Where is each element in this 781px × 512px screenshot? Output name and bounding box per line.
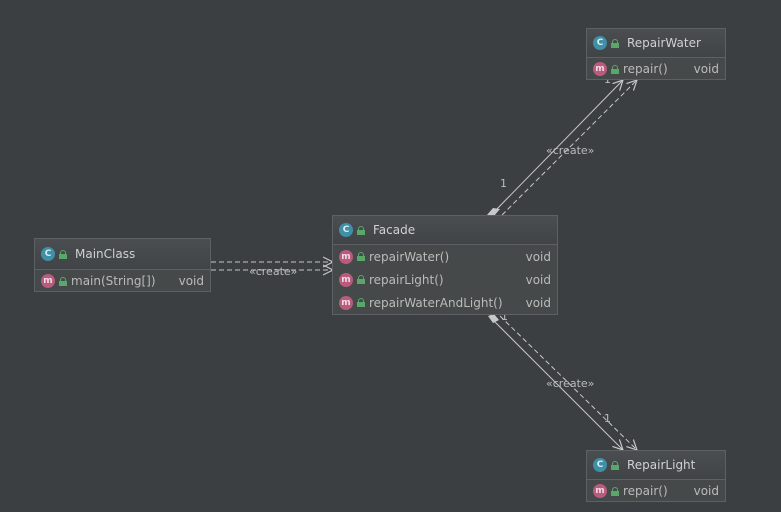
class-node-repairlight[interactable]: C RepairLight m repair() void (586, 450, 726, 502)
class-icon: C (593, 458, 607, 472)
facade-water-source-multiplicity: 1 (500, 177, 507, 190)
method-name: repair() (623, 62, 668, 76)
method-return-type: void (525, 295, 551, 310)
class-name: MainClass (75, 247, 136, 261)
method-row[interactable]: m repair() void (587, 480, 725, 502)
class-name: RepairLight (627, 458, 696, 472)
method-row[interactable]: m repair() void (587, 58, 725, 80)
facade-light-source-multiplicity: 1 (501, 310, 508, 323)
method-return-type: void (693, 62, 719, 76)
public-lock-icon (611, 38, 619, 48)
class-name: RepairWater (627, 36, 701, 50)
method-name: main(String[]) (71, 274, 156, 288)
facade-water-composition-line (492, 80, 623, 214)
facade-light-composition-line (493, 320, 623, 450)
class-icon: C (339, 223, 353, 237)
public-lock-icon (357, 252, 365, 261)
method-row[interactable]: m repairLight() void (333, 268, 557, 291)
method-row[interactable]: m repairWaterAndLight() void (333, 291, 557, 314)
class-name: Facade (373, 223, 416, 237)
facade-light-composition-diamond (488, 314, 499, 323)
method-row[interactable]: m main(String[]) void (35, 270, 210, 292)
class-header: C RepairLight (587, 451, 725, 480)
public-lock-icon (59, 276, 67, 286)
method-name: repair() (623, 484, 668, 498)
class-node-facade[interactable]: C Facade m repairWater() void m repairLi… (332, 215, 558, 315)
method-return-type: void (525, 249, 551, 264)
method-row[interactable]: m repairWater() void (333, 245, 557, 268)
method-name: repairLight() (369, 272, 444, 287)
method-icon: m (593, 62, 607, 76)
public-lock-icon (611, 486, 619, 496)
public-lock-icon (357, 275, 365, 284)
method-return-type: void (525, 272, 551, 287)
class-node-mainclass[interactable]: C MainClass m main(String[]) void (34, 238, 211, 292)
facade-light-target-multiplicity: 1 (604, 412, 611, 425)
public-lock-icon (611, 460, 619, 470)
class-header: C MainClass (35, 239, 210, 270)
method-name: repairWaterAndLight() (369, 295, 503, 310)
public-lock-icon (357, 298, 365, 307)
method-icon: m (593, 484, 607, 498)
method-icon: m (41, 274, 55, 288)
method-return-type: void (693, 484, 719, 498)
facade-water-create-label: «create» (546, 144, 595, 157)
main-to-facade-create-label: «create» (249, 265, 298, 278)
method-icon: m (339, 295, 353, 310)
public-lock-icon (59, 249, 67, 259)
class-header: C RepairWater (587, 29, 725, 58)
method-name: repairWater() (369, 249, 450, 264)
facade-water-composition-diamond (487, 208, 500, 216)
public-lock-icon (357, 225, 365, 235)
class-header: C Facade (333, 216, 557, 245)
facade-light-create-label: «create» (546, 377, 595, 390)
method-icon: m (339, 272, 353, 287)
class-icon: C (41, 247, 55, 261)
public-lock-icon (611, 64, 619, 74)
class-node-repairwater[interactable]: C RepairWater m repair() void (586, 28, 726, 80)
class-icon: C (593, 36, 607, 50)
method-return-type: void (178, 274, 204, 288)
method-icon: m (339, 249, 353, 264)
